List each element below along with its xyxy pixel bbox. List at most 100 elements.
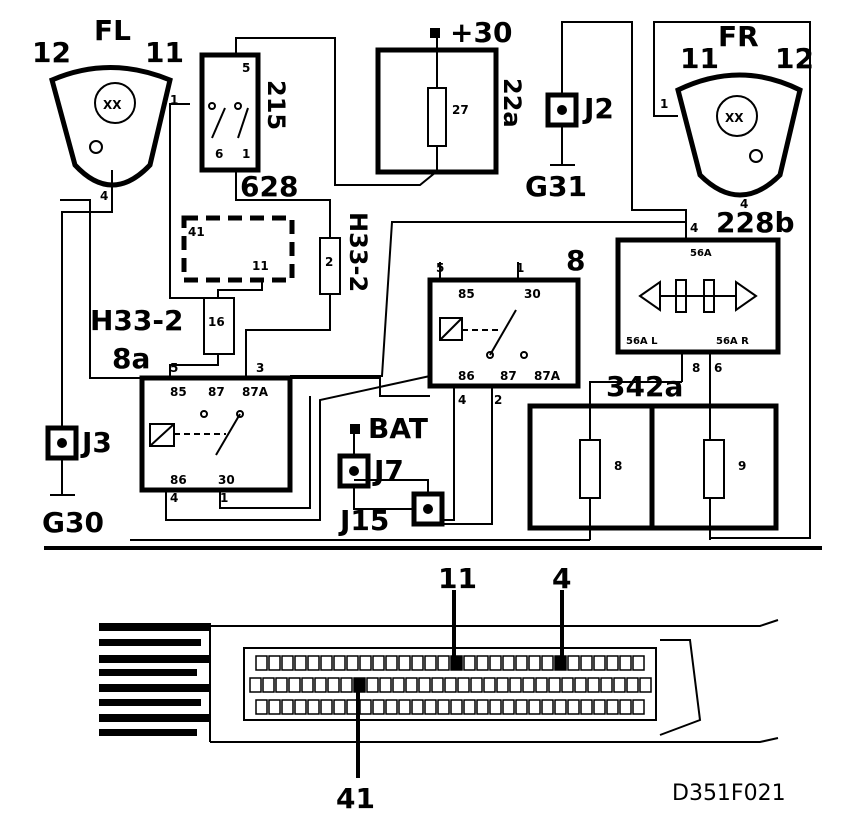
connector-pin — [359, 699, 372, 715]
connector-pin — [398, 699, 411, 715]
connector-pin — [593, 699, 606, 715]
connector-pin — [606, 655, 619, 671]
connector-pin — [528, 699, 541, 715]
connector-pin — [437, 699, 450, 715]
relay-8-p85: 85 — [458, 287, 475, 301]
connector-pin — [619, 699, 632, 715]
connector-pin — [587, 677, 600, 693]
connector-pin — [522, 677, 535, 693]
connector-pin — [268, 655, 281, 671]
connector-pin — [463, 655, 476, 671]
lamp-fr-pin-left: 11 — [680, 42, 719, 75]
relay-8: 8 5 1 85 30 86 87 87A 4 2 — [427, 244, 585, 407]
ecu-label-4: 4 — [552, 562, 571, 595]
connector-pin — [561, 677, 574, 693]
connector-pin — [600, 677, 613, 693]
connector-pin — [489, 655, 502, 671]
connector-pin — [437, 655, 450, 671]
connector-pin — [411, 655, 424, 671]
connector-pin — [327, 677, 340, 693]
connector-pin — [314, 677, 327, 693]
fuse-22a-name: 22a — [498, 78, 526, 128]
module-228b-56al: 56A L — [626, 336, 658, 347]
lamp-fr-pin-bottom: 4 — [740, 197, 748, 211]
connector-pin — [294, 655, 307, 671]
connector-pin — [593, 655, 606, 671]
relay-8-pin1: 1 — [516, 261, 524, 275]
connector-pin — [554, 699, 567, 715]
connector-pin — [320, 699, 333, 715]
lamp-fl-pin-side: 1 — [170, 93, 178, 107]
h33-right-name: H33-2 — [344, 212, 372, 292]
relay-8a-pin3: 3 — [256, 361, 264, 375]
connector-pin — [262, 677, 275, 693]
relay-8-pin4: 4 — [458, 393, 466, 407]
connector-pin — [333, 699, 346, 715]
connector-pin — [626, 677, 639, 693]
switch-215-pin-top: 5 — [242, 61, 250, 75]
relay-8a-p30: 30 — [218, 473, 235, 487]
relay-8-p87: 87 — [500, 369, 517, 383]
module-228b-pin4: 4 — [690, 221, 698, 235]
connector-pin — [541, 655, 554, 671]
connector-pin — [613, 677, 626, 693]
module-228b-name: 228b — [716, 206, 795, 239]
ground-j3: J3 G30 — [42, 425, 112, 539]
connector-pin — [580, 655, 593, 671]
connector-pin — [346, 655, 359, 671]
connector-pin — [405, 677, 418, 693]
fusebox-342a-name: 342a — [606, 370, 683, 403]
j3-label: J3 — [80, 426, 112, 459]
module-228b-56a: 56A — [690, 248, 712, 259]
connector-pin — [333, 655, 346, 671]
connector-pin — [294, 699, 307, 715]
lamp-fl-name: FL — [94, 14, 131, 47]
connector-pin — [528, 655, 541, 671]
connector-pin — [476, 655, 489, 671]
h33-right-pin: 2 — [325, 255, 333, 269]
relay-8-p30: 30 — [524, 287, 541, 301]
connector-pin — [509, 677, 522, 693]
connector-pin — [281, 699, 294, 715]
connector-pin — [496, 677, 509, 693]
connector-pin — [249, 677, 262, 693]
fusebox-342a: 342a 8 9 — [527, 370, 779, 531]
g30-label: G30 — [42, 506, 104, 539]
h33-left-pin: 16 — [208, 315, 225, 329]
connector-h33-right: 2 H33-2 — [319, 212, 372, 295]
switch-215-below: 628 — [240, 170, 298, 203]
connector-pin — [567, 655, 580, 671]
relay-8-name: 8 — [566, 244, 585, 277]
connector-pin — [502, 655, 515, 671]
fusebox-fuse-right: 9 — [738, 459, 746, 473]
connector-pin — [639, 677, 652, 693]
figure-code: D351F021 — [672, 781, 786, 806]
connector-pin — [307, 699, 320, 715]
connector-pin — [606, 699, 619, 715]
relay-8a-pin5: 5 — [170, 361, 178, 375]
relay-8-pin2: 2 — [494, 393, 502, 407]
dashed-connector: 41 11 — [181, 215, 295, 283]
connector-pin — [515, 699, 528, 715]
connector-pin — [476, 699, 489, 715]
lamp-fr-name: FR — [718, 20, 759, 53]
module-228b-pin8: 8 — [692, 361, 700, 375]
wires — [60, 21, 811, 541]
fuse-22a-number: 27 — [452, 103, 469, 117]
module-228b: 228b 4 56A 56A L 56A R 8 6 — [615, 206, 795, 375]
g31-label: G31 — [525, 170, 587, 203]
connector-pin — [444, 677, 457, 693]
switch-215-name: 215 — [262, 80, 290, 130]
connector-pin — [372, 699, 385, 715]
relay-8-p87a: 87A — [534, 369, 561, 383]
ecu-label-11: 11 — [438, 562, 477, 595]
lamp-fl-pin-bottom: 4 — [100, 189, 108, 203]
connector-pin — [411, 699, 424, 715]
relay-8a-p86: 86 — [170, 473, 187, 487]
connector-pin — [619, 655, 632, 671]
relay-8a-p87a: 87A — [242, 385, 269, 399]
connector-pin — [483, 677, 496, 693]
connector-pin — [463, 699, 476, 715]
relay-8a-pin1: 1 — [220, 491, 228, 505]
lamp-fr: XX FR 11 12 1 4 — [660, 20, 814, 211]
